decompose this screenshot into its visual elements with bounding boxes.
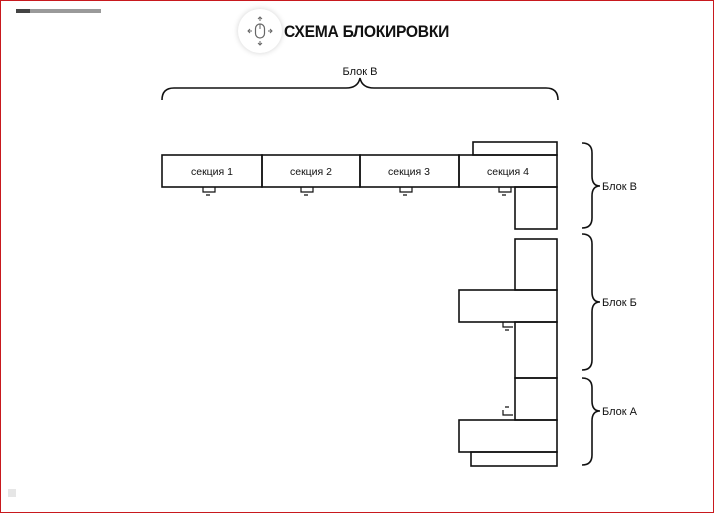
mouse-icon-glyph: [247, 16, 273, 46]
door-mark-5: [502, 322, 513, 331]
section-3-label: секция 3: [388, 166, 430, 178]
door-mark-3: [399, 187, 413, 196]
brace-block-a: [581, 377, 601, 466]
brace-block-b: [581, 233, 601, 371]
block-v-label: Блок В: [602, 181, 637, 193]
section-4-label: секция 4: [487, 166, 529, 178]
block-a-base: [470, 451, 558, 467]
block-a-label: Блок А: [602, 406, 638, 418]
block-a-top-box: [514, 377, 558, 421]
section-2-label: секция 2: [290, 166, 332, 178]
mouse-move-icon[interactable]: [238, 9, 282, 53]
block-b-bottom-box: [514, 321, 558, 379]
block-v-lower-box: [514, 186, 558, 230]
brace-block-v: [581, 142, 601, 229]
block-b-label: Блок Б: [602, 297, 637, 309]
top-brace: [161, 77, 559, 101]
block-a-wide-box: [458, 419, 558, 453]
section-4-top-tab: [472, 141, 558, 156]
door-mark-4: [498, 187, 512, 196]
progress-start-marker: [16, 9, 30, 13]
corner-marker: [8, 489, 16, 497]
block-b-wide-box: [458, 289, 558, 323]
progress-bar: [16, 9, 196, 13]
page-title: СХЕМА БЛОКИРОВКИ: [284, 22, 450, 41]
door-mark-6: [502, 406, 513, 416]
door-mark-1: [202, 187, 216, 196]
top-brace-label: Блок В: [343, 66, 378, 78]
progress-fill: [16, 9, 101, 13]
section-1-label: секция 1: [191, 166, 233, 178]
door-mark-2: [300, 187, 314, 196]
block-b-top-box: [514, 238, 558, 291]
